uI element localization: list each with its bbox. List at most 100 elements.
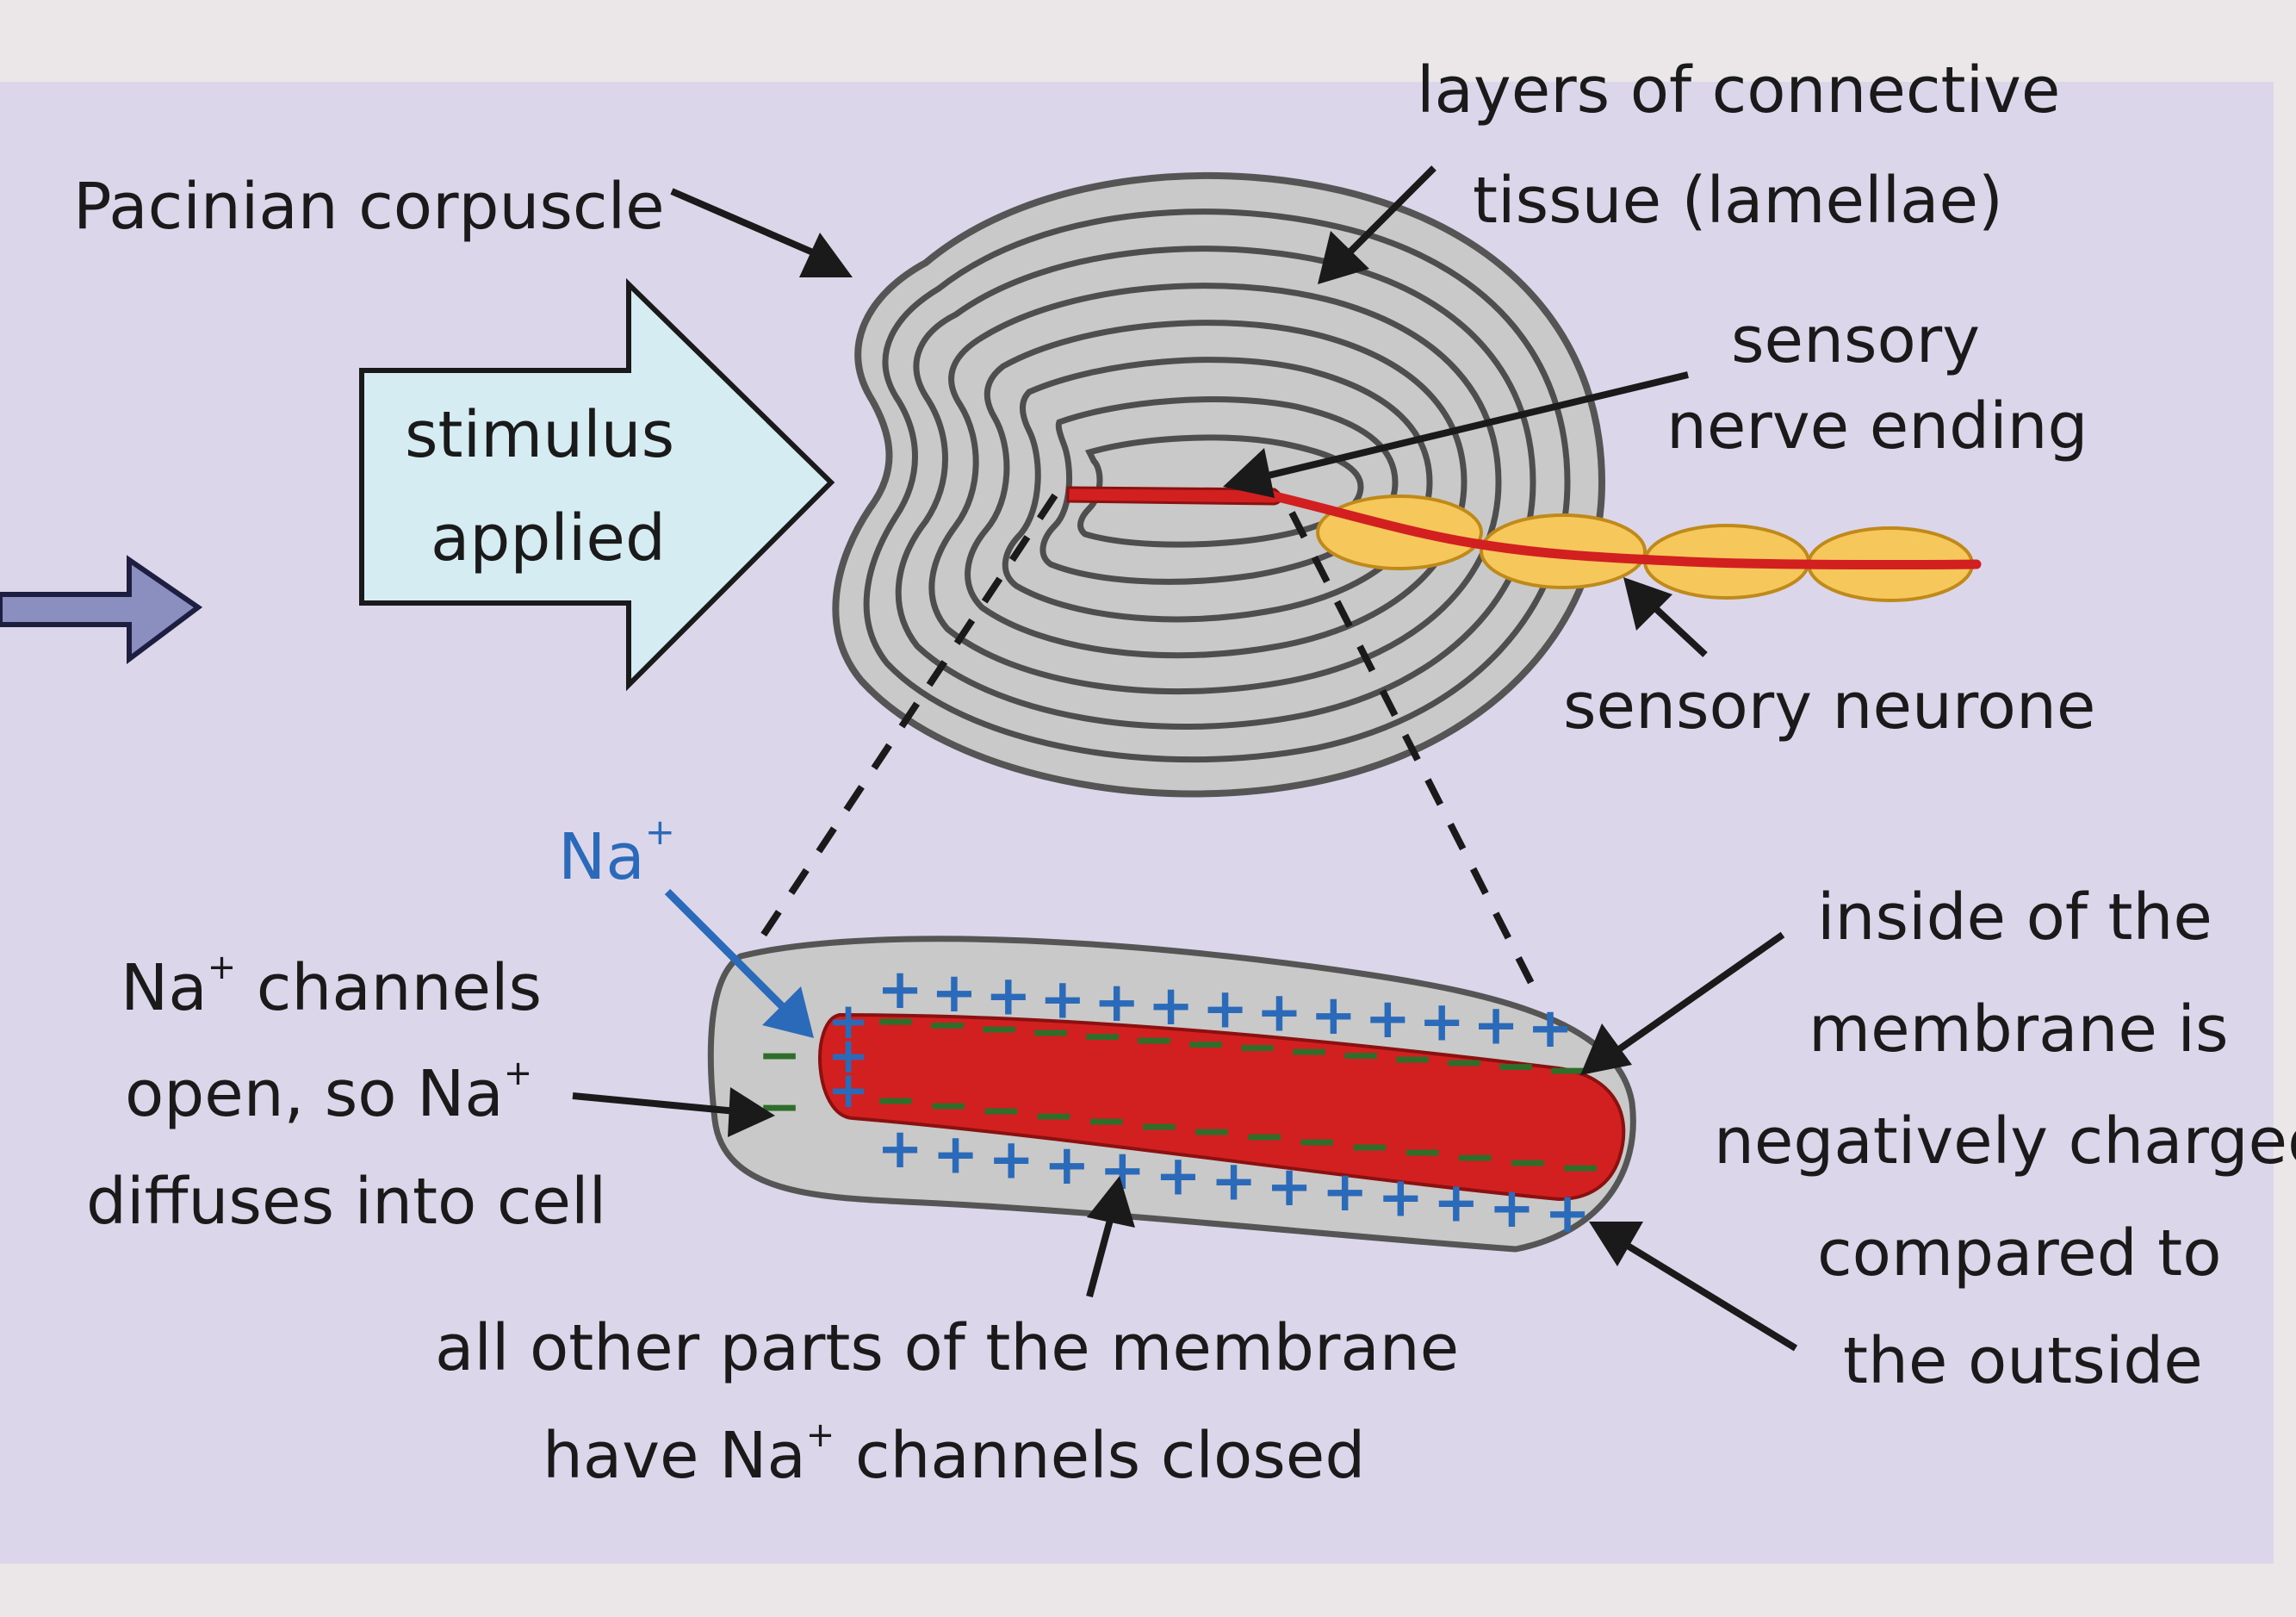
- axon: [1269, 491, 1982, 570]
- label-inside-line2: membrane is: [1809, 992, 2229, 1067]
- label-pacinian-corpuscle: Pacinian corpuscle: [73, 170, 665, 244]
- stimulus-arrow-icon: [359, 277, 835, 692]
- minus-charge-icon: −: [977, 998, 1021, 1059]
- label-inside-line3: negatively charged: [1714, 1104, 2296, 1179]
- label-nerve-ending-line1: sensory: [1731, 303, 1980, 377]
- plus-charge-icon: +: [828, 1026, 870, 1085]
- minus-charge-icon: −: [1132, 1010, 1176, 1070]
- label-nerve-ending-line2: nerve ending: [1666, 389, 2088, 463]
- minus-charge-icon: −: [1443, 1032, 1486, 1092]
- label-other-parts-line2: have Na+ channels closed: [543, 1415, 1365, 1493]
- plus-charge-icon: +: [1489, 1177, 1536, 1241]
- pacinian-corpuscle: [832, 171, 1606, 798]
- arrowhead-icon: [1318, 231, 1369, 284]
- minus-charge-icon: −: [926, 994, 969, 1054]
- minus-charge-icon: −: [1494, 1036, 1537, 1097]
- lamellae-pointer: [1337, 165, 1437, 265]
- page-edge-arrow-icon: [0, 555, 203, 664]
- plus-charge-icon: +: [1310, 984, 1356, 1048]
- minus-charge-icon: −: [1288, 1021, 1331, 1081]
- minus-charge-icon: −: [874, 991, 917, 1051]
- label-na-ion: Na+: [558, 811, 675, 894]
- zoomed-nerve-core: [818, 1012, 1626, 1202]
- plus-charge-icon: +: [1364, 987, 1411, 1051]
- plus-charge-icon: +: [1544, 1182, 1591, 1246]
- minus-charge-icon: −: [1029, 1002, 1072, 1062]
- minus-charge-icon: −: [1339, 1025, 1382, 1085]
- minus-charge-icon: −: [1506, 1132, 1549, 1192]
- minus-charge-icon: −: [874, 1070, 917, 1130]
- plus-charge-icon: +: [1322, 1160, 1368, 1224]
- label-other-parts-line1: all other parts of the membrane: [435, 1311, 1459, 1385]
- arrowhead-icon: [728, 1087, 775, 1137]
- plus-charge-icon: +: [1211, 1150, 1257, 1214]
- minus-charge-icon: −: [758, 1077, 801, 1137]
- plus-charge-icon: +: [1527, 997, 1573, 1060]
- na-ion-charge: +: [645, 811, 675, 853]
- plus-charge-icon: +: [828, 1060, 870, 1119]
- arrowhead-icon: [1087, 1176, 1135, 1228]
- plus-charge-icon: +: [1155, 1144, 1201, 1208]
- arrowhead-icon: [1589, 1222, 1643, 1266]
- zoomed-nerve-ending: +++++++++++++ +++++++++++++ −−−−−−−−−−−−…: [707, 936, 1636, 1253]
- label-stimulus-line1: stimulus: [405, 398, 674, 472]
- plus-charge-icon: +: [1094, 971, 1140, 1035]
- plus-charge-icon: +: [1148, 974, 1195, 1038]
- plus-charge-icon: +: [1418, 991, 1465, 1054]
- minus-charge-icon: −: [979, 1080, 1022, 1141]
- channels-pointer: [572, 1092, 737, 1115]
- plus-charge-icon: +: [877, 958, 923, 1022]
- plus-charge-icon: +: [985, 965, 1032, 1029]
- corpuscle-outer-capsule: [832, 171, 1606, 798]
- other-parts-pointer: [1086, 1209, 1116, 1298]
- plus-charge-icon: +: [828, 992, 870, 1050]
- label-inside-line4: compared to: [1817, 1216, 2221, 1290]
- minus-charge-icon: −: [1184, 1013, 1227, 1073]
- plus-charge-icon: +: [877, 1117, 923, 1181]
- arrowhead-icon: [799, 233, 853, 277]
- membrane-outside-charges-top: +++++++++++++: [877, 958, 1573, 1060]
- plus-charge-icon: +: [1377, 1166, 1424, 1229]
- zoom-lines: [754, 493, 1536, 988]
- label-lamellae-line1: layers of connective: [1417, 53, 2060, 127]
- label-channels-line3: diffuses into cell: [86, 1165, 606, 1239]
- plus-charge-icon: +: [1257, 980, 1303, 1044]
- minus-charge-icon: −: [1295, 1111, 1338, 1172]
- plus-charge-icon: +: [1202, 978, 1249, 1042]
- minus-charge-icon: −: [1348, 1116, 1391, 1177]
- plus-charge-icon: +: [1473, 993, 1519, 1057]
- minus-charge-icon: −: [1081, 1006, 1124, 1067]
- label-lamellae-line2: tissue (lamellae): [1473, 164, 2003, 238]
- minus-charge-icon: −: [1236, 1017, 1279, 1078]
- plus-charge-icon: +: [933, 1123, 979, 1186]
- plus-charge-icon: +: [1039, 967, 1086, 1031]
- minus-charge-icon: −: [1032, 1085, 1075, 1146]
- arrowhead-icon: [1623, 577, 1672, 631]
- arrowhead-icon: [1580, 1023, 1632, 1075]
- minus-charge-icon: −: [1391, 1029, 1434, 1089]
- pacinian-pointer: [670, 188, 828, 262]
- nerve-ending-pointer: [1257, 371, 1689, 482]
- inside-pointer: [1608, 931, 1785, 1059]
- label-inside-line1: inside of the: [1817, 880, 2212, 955]
- label-stimulus-line2: applied: [431, 501, 666, 575]
- sodium-ion-arrow-icon: [664, 888, 814, 1038]
- label-channels-line2: open, so Na+: [125, 1054, 532, 1131]
- minus-charge-icon: −: [1559, 1137, 1602, 1197]
- label-channels-line1: Na+ channels: [121, 948, 542, 1025]
- sensory-neurone: [1269, 491, 1982, 602]
- plus-charge-icon: +: [1433, 1172, 1480, 1235]
- minus-charge-icon: −: [1084, 1091, 1127, 1151]
- label-inside-line5: the outside: [1843, 1324, 2203, 1398]
- minus-charge-icon: −: [1454, 1127, 1497, 1187]
- minus-charge-icon: −: [927, 1075, 970, 1135]
- minus-charge-icon: −: [1546, 1040, 1589, 1100]
- label-sensory-neurone: sensory neurone: [1563, 669, 2095, 743]
- minus-charge-icon: −: [1138, 1096, 1181, 1156]
- minus-charge-icon: −: [758, 1025, 801, 1085]
- plus-charge-icon: +: [1266, 1155, 1312, 1219]
- arrowhead-icon: [1223, 448, 1275, 498]
- minus-charge-icon: −: [1400, 1122, 1443, 1182]
- label-arrows: [572, 165, 1798, 1352]
